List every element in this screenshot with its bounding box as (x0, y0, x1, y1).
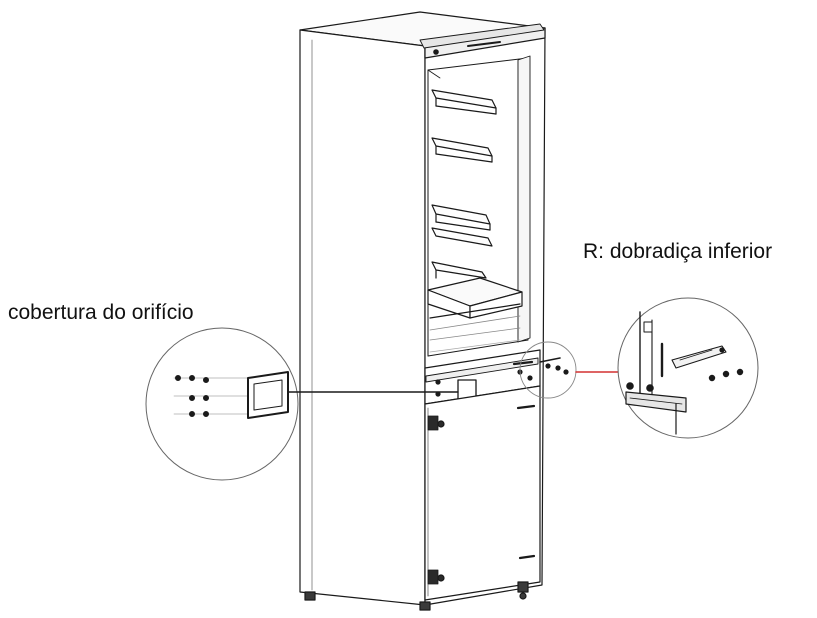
crisper-drawer (427, 277, 523, 353)
lower-hinge-label: R: dobradiça inferior (583, 240, 773, 263)
hole-cover-detail (145, 327, 299, 481)
hole-cover-label: cobertura do orifício (8, 301, 194, 324)
lower-compartment (424, 385, 541, 601)
lower-hinge-detail (617, 297, 759, 439)
upper-compartment (427, 55, 531, 357)
shelf-2 (431, 137, 493, 163)
shelf-1 (431, 89, 497, 115)
shelf-3 (431, 204, 493, 247)
hinge-mini-parts (539, 357, 569, 375)
hinge-callout-circle (519, 341, 577, 399)
shelf-4 (431, 261, 487, 279)
fridge-feet (304, 581, 529, 611)
